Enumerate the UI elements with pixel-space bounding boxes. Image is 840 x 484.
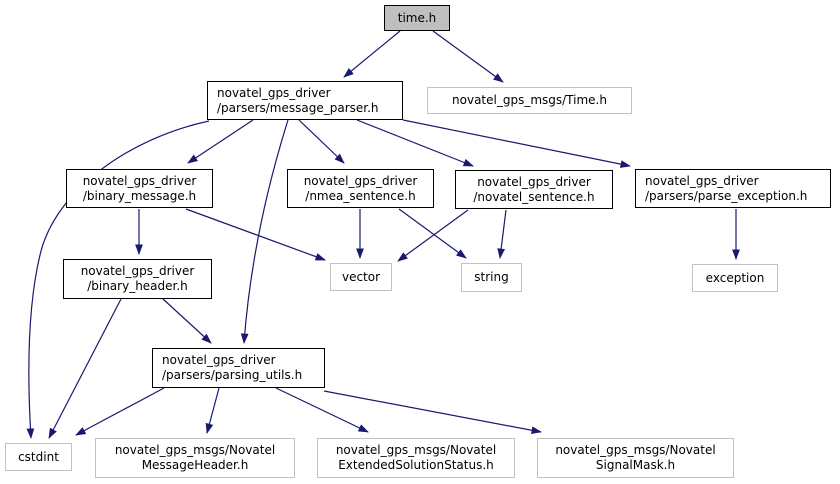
node-parsing-utils[interactable]: novatel_gps_driver /parsers/parsing_util…: [152, 348, 325, 388]
node-label: MessageHeader.h: [141, 458, 249, 472]
node-novatel-sentence[interactable]: novatel_gps_driver /novatel_sentence.h: [455, 170, 613, 209]
node-string: string: [461, 263, 522, 292]
node-label: /parsers/message_parser.h: [217, 100, 379, 115]
node-label: cstdint: [18, 449, 59, 464]
edge-message_parser-binary_message: [187, 119, 254, 164]
node-extended-solution-status: novatel_gps_msgs/Novatel ExtendedSolutio…: [317, 438, 515, 478]
edge-novatel_sentence-vector: [397, 209, 469, 262]
node-label: novatel_gps_driver: [80, 264, 195, 278]
node-label: novatel_gps_driver: [162, 353, 276, 367]
edge-binary_header-cstdint: [48, 298, 122, 439]
edge-message_parser-nmea_sentence: [298, 119, 345, 164]
node-label: novatel_gps_driver: [217, 85, 331, 100]
edge-time_h-message_parser: [343, 30, 401, 78]
node-novatel-gps-msgs-time-h: novatel_gps_msgs/Time.h: [427, 87, 632, 114]
edge-message_parser-cstdint: [26, 120, 210, 439]
node-label: /binary_message.h: [82, 188, 197, 203]
node-label: exception: [705, 270, 765, 285]
node-binary-message[interactable]: novatel_gps_driver /binary_message.h: [66, 169, 213, 208]
node-binary-header[interactable]: novatel_gps_driver /binary_header.h: [63, 259, 212, 299]
edge-parsing_utils-msg_header: [205, 387, 220, 434]
node-label: /parsers/parsing_utils.h: [162, 368, 303, 382]
node-novatel-message-header: novatel_gps_msgs/Novatel MessageHeader.h: [95, 438, 295, 478]
node-label: SignalMask.h: [595, 458, 676, 472]
node-label: vector: [341, 269, 381, 284]
edge-message_parser-parse_exception: [402, 119, 631, 168]
edge-time_h-time_msgs: [432, 30, 504, 83]
node-label: /novatel_sentence.h: [473, 189, 595, 204]
node-nmea-sentence[interactable]: novatel_gps_driver /nmea_sentence.h: [287, 169, 434, 208]
node-label: novatel_gps_msgs/Novatel: [114, 443, 276, 457]
node-label: novatel_gps_msgs/Novatel: [555, 443, 716, 457]
node-vector: vector: [330, 263, 392, 291]
node-exception: exception: [692, 264, 778, 292]
node-label: novatel_gps_driver: [645, 173, 759, 188]
edge-message_parser-parsing_utils: [240, 119, 289, 344]
node-label: /nmea_sentence.h: [305, 188, 416, 203]
node-label: /binary_header.h: [87, 279, 188, 293]
node-label: ExtendedSolutionStatus.h: [338, 458, 494, 472]
edge-nmea_sentence-string: [398, 208, 467, 259]
node-cstdint: cstdint: [5, 443, 72, 471]
node-label: novatel_gps_driver: [477, 174, 591, 189]
node-signal-mask: novatel_gps_msgs/Novatel SignalMask.h: [537, 438, 734, 478]
node-label: novatel_gps_driver: [303, 173, 418, 188]
node-label: novatel_gps_driver: [82, 173, 197, 188]
edge-binary_header-parsing_utils: [162, 298, 212, 344]
edge-parsing_utils-ext_status: [275, 387, 369, 433]
node-label: /parsers/parse_exception.h: [645, 188, 808, 203]
node-label: novatel_gps_msgs/Time.h: [452, 93, 607, 107]
node-label: novatel_gps_msgs/Novatel: [335, 443, 497, 457]
node-time-h: time.h: [384, 5, 450, 31]
node-message-parser[interactable]: novatel_gps_driver /parsers/message_pars…: [207, 81, 403, 120]
node-label: time.h: [397, 10, 437, 25]
edge-message_parser-novatel_sentence: [356, 119, 474, 167]
node-parse-exception[interactable]: novatel_gps_driver /parsers/parse_except…: [635, 169, 831, 208]
edge-parsing_utils-signal_mask: [323, 390, 542, 435]
edge-parsing_utils-cstdint: [75, 387, 165, 436]
node-label: string: [474, 270, 509, 284]
edge-binary_message-vector: [185, 208, 326, 261]
edge-novatel_sentence-string: [497, 209, 507, 259]
